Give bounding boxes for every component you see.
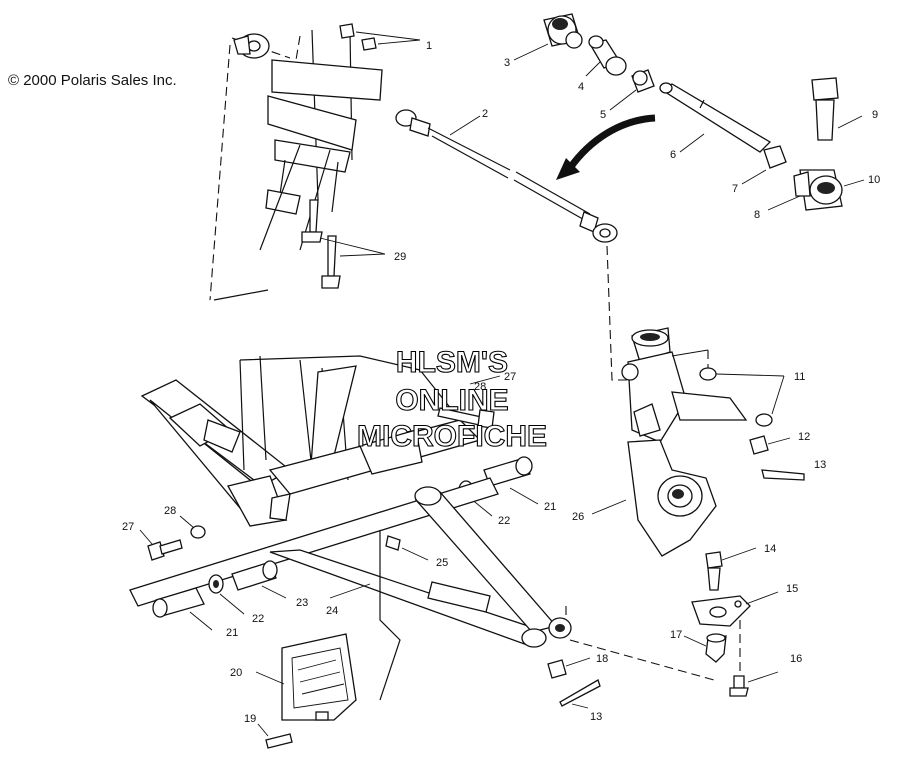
watermark-line-3: MICROFICHE [357,420,547,453]
tie-rod-end-8 [767,169,843,211]
callout-5: 5 [600,109,606,121]
callout-19: 19 [244,713,256,725]
callout-1: 1 [426,40,432,52]
callout-22-upper: 22 [498,515,510,527]
callout-25: 25 [436,557,448,569]
callout-27-upper: 27 [504,371,516,383]
callout-8: 8 [754,209,760,221]
callout-13-lower: 13 [590,711,602,723]
callout-7: 7 [732,183,738,195]
washer-28-lower [179,515,206,539]
direction-arrow [556,114,656,180]
pivot-tube-21-lower [152,587,213,631]
callout-22-lower: 22 [252,613,264,625]
grease-fitting-25 [385,535,429,561]
callout-10: 10 [868,174,880,186]
copyright-notice: © 2000 Polaris Sales Inc. [8,72,177,89]
callout-3: 3 [504,57,510,69]
callout-24: 24 [326,605,338,617]
ball-joint-17 [683,633,727,663]
callout-23: 23 [296,597,308,609]
callout-15: 15 [786,583,798,595]
pivot-tube-23 [231,560,287,599]
watermark-line-1: HLSM'S [396,346,508,379]
frame [140,355,482,527]
callout-6: 6 [670,149,676,161]
bushing-5 [609,69,655,111]
callout-16: 16 [790,653,802,665]
callout-26: 26 [572,511,584,523]
washers-11 [699,350,785,427]
bolt-27-lower [139,529,183,561]
watermark-line-2: ONLINE [395,384,508,417]
callout-11: 11 [794,371,805,383]
watermark: HLSM'S ONLINE MICROFICHE [356,345,547,453]
bolt-9 [811,77,863,141]
ball-joint-alignment-line [565,606,715,681]
leader-10 [843,179,865,187]
callout-20: 20 [230,667,242,679]
callout-28-upper: 28 [474,381,486,393]
callout-14: 14 [764,543,776,555]
a-arm-24 [129,477,572,701]
callout-21-upper: 21 [544,501,556,513]
leader-27-upper [469,375,501,385]
bushing-22-lower [208,574,245,615]
shaft-6 [659,82,772,153]
cotter-pin-13-upper [761,469,805,481]
bushing-7 [741,145,787,185]
bolt-27-upper [437,407,495,429]
tie-rod-2 [395,109,618,243]
callout-9: 9 [872,109,878,121]
skid-plate-20 [255,633,357,721]
bolt-14 [705,547,757,591]
callout-28-lower: 28 [164,505,176,517]
castle-nut-18 [547,657,591,679]
spindle-26 [591,327,748,557]
bolts-29 [301,199,386,289]
callout-13-upper: 13 [814,459,826,471]
callout-2: 2 [482,108,488,120]
callout-4: 4 [578,81,584,93]
callout-12: 12 [798,431,810,443]
plate-15 [691,591,779,627]
nut-1 [339,23,421,51]
pivot-tube-21-upper [483,456,539,505]
cotter-pin-13-lower [559,679,601,709]
joint-4 [585,35,627,77]
callout-labels: 1 2 3 4 5 6 7 8 9 10 11 12 13 13 14 15 1… [122,40,880,725]
castle-nut-12 [749,435,791,455]
tie-rod-alignment-line [606,245,628,381]
callout-18: 18 [596,653,608,665]
tie-rod-end-3 [513,13,583,61]
screw-19 [257,723,293,749]
steering-column [209,29,383,301]
bolt-16 [729,620,779,697]
callout-27-lower: 27 [122,521,134,533]
callout-21-lower: 21 [226,627,238,639]
callout-17: 17 [670,629,682,641]
callout-29: 29 [394,251,406,263]
